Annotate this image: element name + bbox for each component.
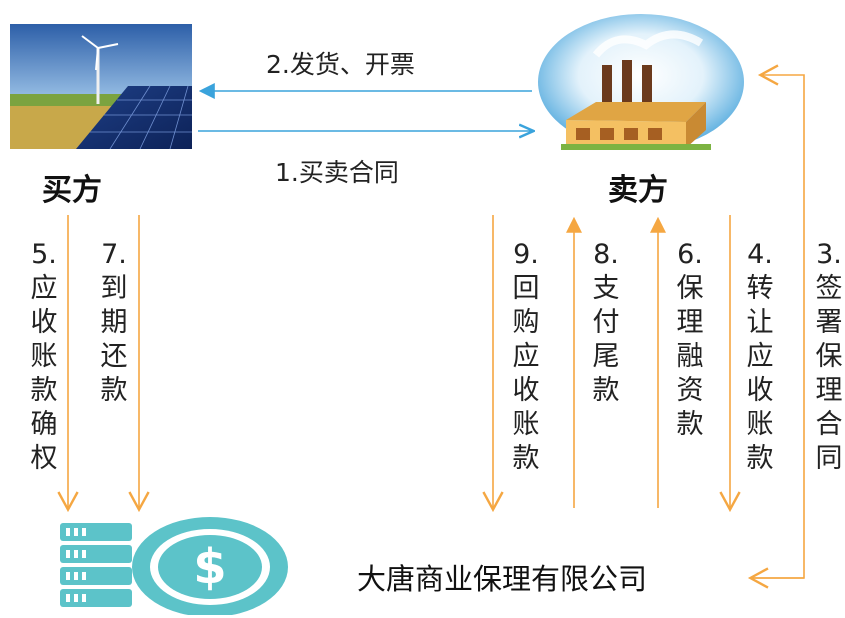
svg-text:$: $ (193, 539, 226, 595)
wind-solar-image (10, 24, 192, 149)
buyer-label: 买方 (42, 173, 102, 208)
seller-label: 卖方 (608, 173, 668, 208)
step4-label: 4. 转 让 应 收 账 款 (746, 239, 774, 474)
step5-label: 5. 应 收 账 款 确 权 (30, 239, 58, 474)
step6-label: 6. 保 理 融 资 款 (676, 239, 704, 440)
step3-label: 3. 签 署 保 理 合 同 (815, 239, 843, 474)
dollar-coin-stack-icon: $ (60, 517, 288, 615)
label-step2: 2.发货、开票 (266, 50, 415, 79)
step7-label: 7. 到 期 还 款 (100, 239, 128, 406)
factor-company-label: 大唐商业保理有限公司 (357, 562, 648, 596)
step9-label: 9. 回 购 应 收 账 款 (512, 239, 540, 474)
factory-image (538, 14, 744, 150)
label-step1: 1.买卖合同 (275, 158, 399, 187)
step8-label: 8. 支 付 尾 款 (592, 239, 620, 406)
